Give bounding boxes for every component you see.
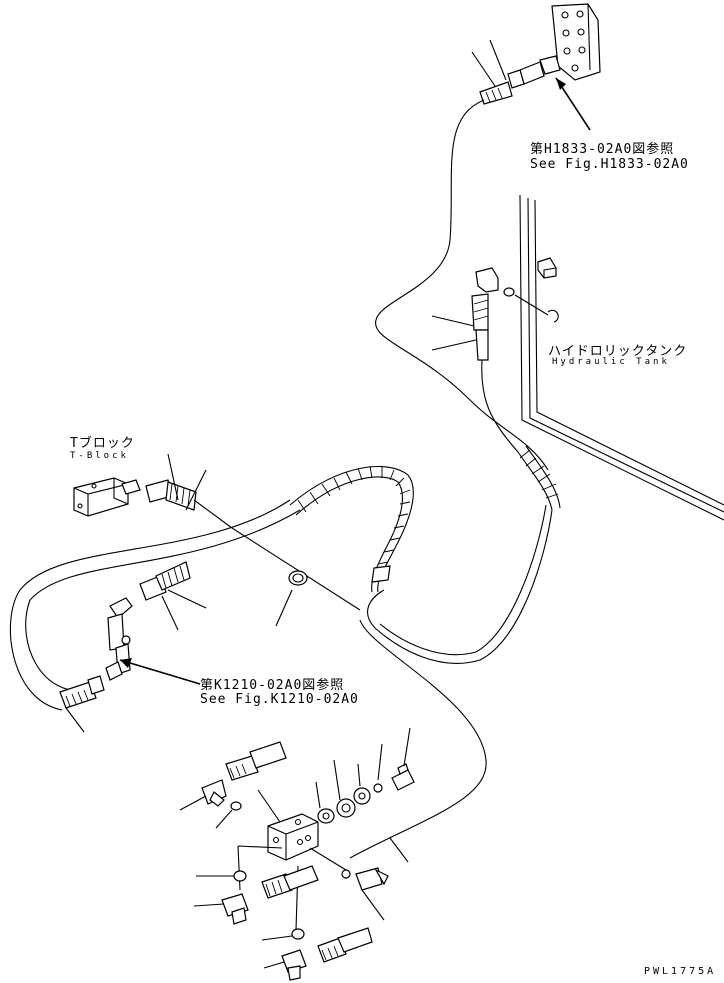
bottom-block-assembly: [179, 727, 415, 981]
reference-top-jp: 第H1833-02A0図参照: [530, 142, 675, 157]
reference-top-en: See Fig.H1833-02A0: [530, 157, 689, 172]
t-block: [73, 453, 233, 529]
hydraulic-tank-label-en: Hydraulic Tank: [552, 357, 670, 367]
hose-fitting-top: [471, 39, 513, 105]
spiral-protected-hose: [289, 445, 561, 593]
hydraulic-tank-outline: [519, 194, 724, 521]
reference-middle-en: See Fig.K1210-02A0: [200, 692, 359, 707]
valve-block-top: [507, 3, 601, 131]
left-hose-fittings: [59, 561, 207, 733]
tank-elbow-fitting: [431, 267, 559, 361]
t-block-label-en: T-Block: [70, 451, 129, 461]
drawing-number: PWL1775A: [644, 966, 717, 977]
hose-lines: [9, 99, 553, 863]
hydraulic-tank-label-jp: ハイドロリックタンク: [548, 344, 688, 359]
t-block-label-jp: Tブロック: [70, 436, 135, 451]
reference-middle-jp: 第K1210-02A0図参照: [200, 678, 345, 693]
hose-clamp: [275, 570, 308, 627]
